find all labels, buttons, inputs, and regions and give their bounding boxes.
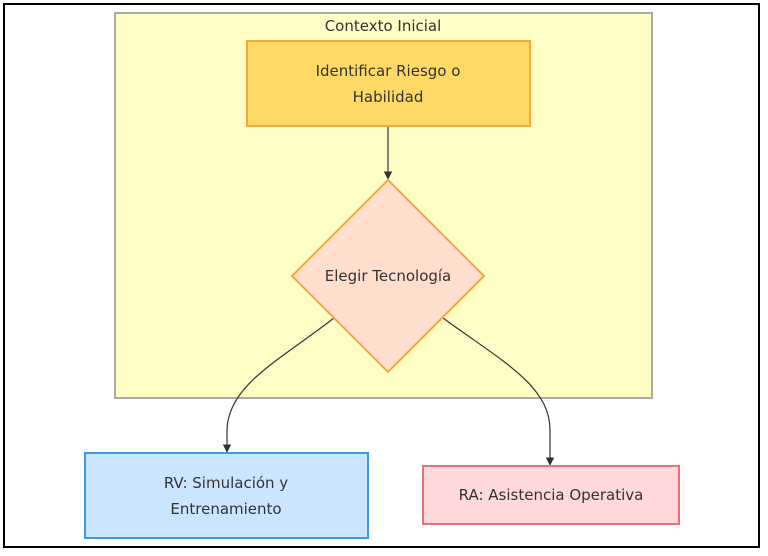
node-ra-asistencia: RA: Asistencia Operativa <box>422 465 680 525</box>
node-choose-label: Elegir Tecnología <box>325 267 452 285</box>
group-title: Contexto Inicial <box>325 17 442 35</box>
node-rv-simulacion: RV: Simulación y Entrenamiento <box>84 452 369 539</box>
node-vr-line-1: RV: Simulación y <box>164 474 288 492</box>
node-identify-box <box>246 40 531 127</box>
node-identify-line-2: Habilidad <box>353 88 424 106</box>
node-ar-box <box>422 465 680 525</box>
edge-choose-to-ar <box>442 317 555 466</box>
edge-choose-to-vr <box>222 317 335 453</box>
node-ar-label: RA: Asistencia Operativa <box>459 486 644 504</box>
node-vr-line-2: Entrenamiento <box>170 500 281 518</box>
edges <box>222 127 555 466</box>
node-identify-line-1: Identificar Riesgo o <box>316 62 461 80</box>
node-vr-box <box>84 452 369 539</box>
node-elegir-tecnologia: Elegir Tecnología <box>290 178 486 374</box>
decision-diamond <box>290 178 486 374</box>
node-identificar-riesgo: Identificar Riesgo o Habilidad <box>246 40 531 127</box>
